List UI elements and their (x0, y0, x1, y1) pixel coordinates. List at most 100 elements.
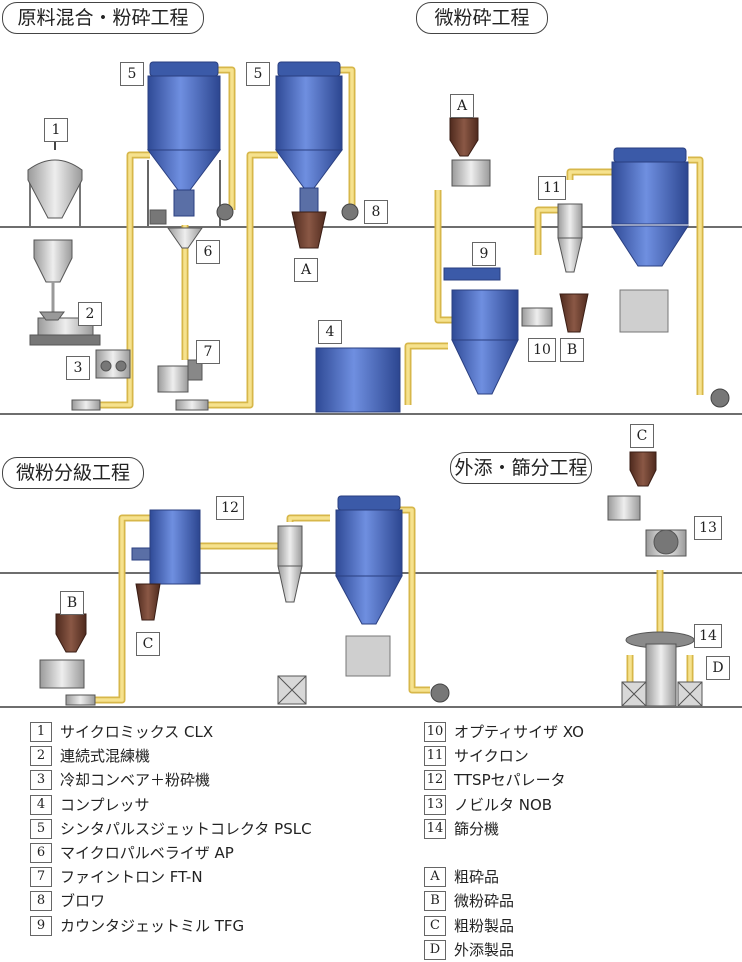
legend-code: 11 (424, 746, 446, 767)
cyclomix-clx (27, 140, 83, 312)
legend-code: 6 (30, 843, 52, 864)
section-title-mixing: 原料混合・粉砕工程 (2, 2, 204, 34)
legend-text: 連続式混練機 (60, 747, 151, 766)
legend-code: 5 (30, 818, 52, 839)
label-13: 13 (694, 516, 722, 540)
section-title-additive: 外添・篩分工程 (450, 452, 592, 484)
product-a-container (291, 211, 327, 249)
legend-code: 1 (30, 722, 52, 743)
legend-code: 13 (424, 794, 446, 815)
legend-text: コンプレッサ (60, 795, 150, 814)
floor-line (0, 413, 742, 415)
legend-code: 2 (30, 746, 52, 767)
label-11: 11 (538, 176, 566, 200)
pulse-jet-collector-1 (147, 61, 221, 226)
legend-text: 粗砕品 (454, 868, 500, 887)
label-5-left: 5 (120, 62, 144, 86)
label-6: 6 (196, 240, 220, 264)
legend-text: 篩分機 (454, 819, 500, 838)
product-b-hopper-lower (39, 613, 87, 689)
legend-row: 6 マイクロパルベライザ AP (30, 841, 312, 865)
legend-code: 10 (424, 722, 446, 743)
nobilta-nob (645, 529, 687, 557)
label-a-bottom: A (294, 258, 318, 282)
product-d-container (621, 681, 703, 706)
legend-text: 冷却コンベア＋粉砕機 (60, 771, 211, 790)
cyclone (557, 203, 583, 273)
legend-row: A 粗砕品 (424, 865, 584, 889)
legend-row: 11 サイクロン (424, 744, 584, 768)
pulse-jet-collector-2 (275, 61, 343, 213)
legend-text: サイクロミックス CLX (60, 723, 214, 742)
feed-hopper (65, 399, 209, 706)
compressor (315, 347, 401, 413)
label-3: 3 (66, 356, 90, 380)
label-12: 12 (216, 496, 244, 520)
label-14: 14 (694, 624, 722, 648)
legend-code: 4 (30, 794, 52, 815)
legend-row: 9 カウンタジェットミル TFG (30, 914, 312, 938)
legend-text: ファイントロン FT-N (60, 868, 203, 887)
label-b-top: B (560, 338, 584, 362)
label-4: 4 (318, 320, 342, 344)
legend-text: 微粉砕品 (454, 892, 515, 911)
legend-row (424, 841, 584, 865)
section-title-fine-grinding: 微粉砕工程 (416, 2, 548, 34)
product-b-container (559, 293, 589, 333)
counter-jet-mill-tfg (443, 267, 519, 395)
legend-text: ブロワ (60, 892, 106, 911)
product-c-container-lower (135, 583, 161, 621)
section-title-classification: 微粉分級工程 (2, 457, 144, 489)
label-c-bottom: C (136, 632, 160, 656)
pulse-jet-collector-4 (335, 495, 403, 677)
label-2: 2 (78, 302, 102, 326)
legend-text: カウンタジェットミル TFG (60, 916, 245, 935)
legend-row: 4 コンプレッサ (30, 793, 312, 817)
legend-row: C 粗粉製品 (424, 914, 584, 938)
product-c-hopper-upper (607, 451, 657, 521)
ttsp-separator (131, 509, 201, 585)
label-8: 8 (364, 200, 388, 224)
optisizer-xo (521, 307, 553, 327)
legend-text: マイクロパルベライザ AP (60, 844, 234, 863)
legend-text: サイクロン (454, 747, 529, 766)
pulse-jet-collector-3 (611, 147, 689, 333)
legend-code: C (424, 915, 446, 936)
legend-text: TTSPセパレータ (454, 771, 566, 790)
cooling-conveyor-crusher (95, 349, 131, 379)
product-a-hopper (449, 117, 491, 187)
legend-code: 12 (424, 770, 446, 791)
legend-code: 14 (424, 818, 446, 839)
label-c-top: C (630, 424, 654, 448)
legend-row: 13 ノビルタ NOB (424, 793, 584, 817)
legend-row: 5 シンタパルスジェットコレクタ PSLC (30, 817, 312, 841)
floor-line (0, 226, 742, 228)
legend-code: A (424, 867, 446, 888)
legend-row: 12 TTSPセパレータ (424, 768, 584, 792)
legend-text: 粗粉製品 (454, 916, 515, 935)
legend-code: 9 (30, 915, 52, 936)
legend-text: シンタパルスジェットコレクタ PSLC (60, 819, 312, 838)
label-1: 1 (44, 118, 68, 142)
legend-code: D (424, 939, 446, 960)
label-10: 10 (528, 338, 556, 362)
legend-row: 14 篩分機 (424, 817, 584, 841)
legend-row: D 外添製品 (424, 938, 584, 962)
equipment-drawing (27, 61, 730, 706)
label-a-top: A (450, 94, 474, 118)
label-5-right: 5 (246, 62, 270, 86)
legend-text: ノビルタ NOB (454, 795, 553, 814)
legend-text: 外添製品 (454, 940, 515, 959)
legend-code: 8 (30, 891, 52, 912)
micro-pulverizer-ap (149, 209, 203, 249)
label-d: D (706, 656, 730, 680)
cyclone-lower (277, 525, 307, 705)
sieving-machine (625, 631, 695, 706)
blower (216, 203, 730, 703)
